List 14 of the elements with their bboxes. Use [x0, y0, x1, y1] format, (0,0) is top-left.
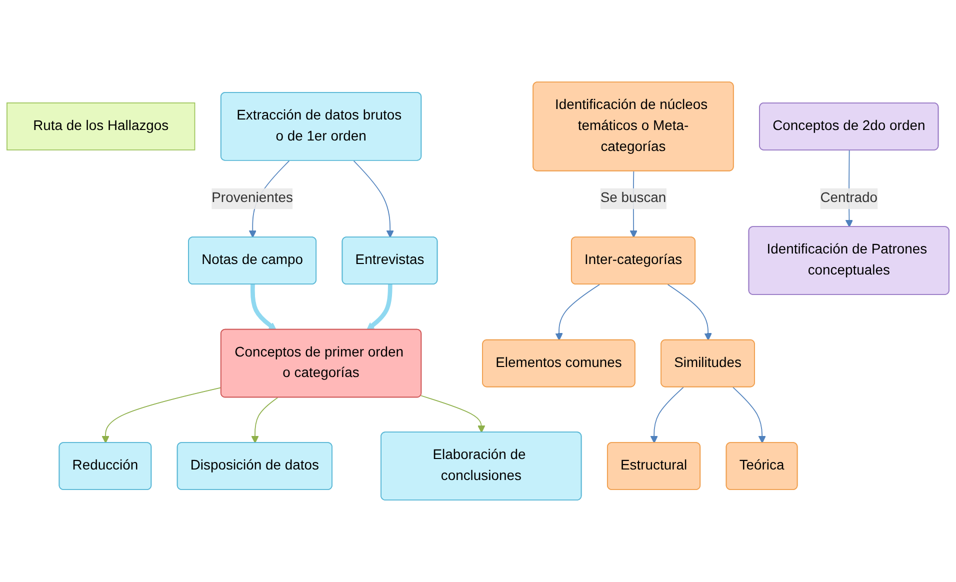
- arrow: [555, 284, 600, 341]
- arrow: [102, 387, 222, 444]
- arrow: [420, 395, 486, 433]
- arrow: [366, 284, 392, 330]
- edge-label: Se buscan: [600, 190, 666, 206]
- arrow: [667, 284, 712, 341]
- node-box: Ruta de los Hallazgos: [6, 102, 196, 150]
- arrow: [251, 397, 278, 444]
- edge-label: Centrado: [820, 190, 878, 206]
- arrow: [732, 386, 766, 444]
- edge-label: Provenientes: [212, 190, 293, 206]
- arrow: [353, 160, 394, 238]
- arrow: [250, 284, 276, 330]
- arrow: [650, 386, 684, 444]
